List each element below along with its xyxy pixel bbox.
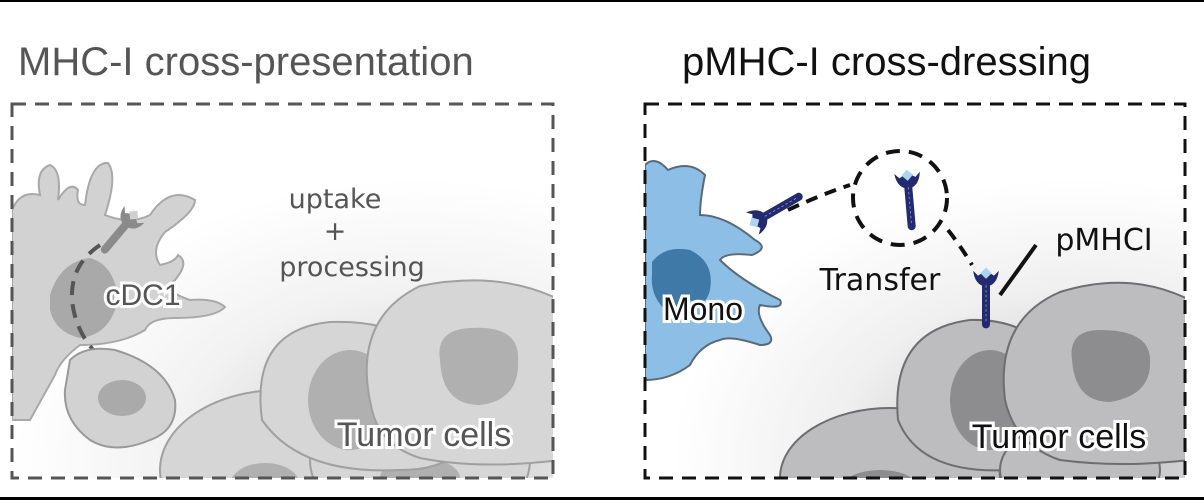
tumor-cells-left [159, 279, 553, 478]
processing-label: processing [279, 252, 425, 283]
panel-title-cross-presentation: MHC-I cross-presentation [18, 40, 474, 84]
mono-label: Mono [663, 291, 743, 327]
pmhci-label: pMHCI [1055, 223, 1152, 258]
uptake-label: uptake [289, 184, 382, 215]
tumor-cells-label-left: Tumor cells [337, 416, 511, 454]
tumor-cells-right [779, 281, 1185, 478]
left-panel: cDC1 uptake + processing Tumor cells [10, 102, 555, 480]
right-panel: Mono Transfer pMHCI Tumor cells [643, 102, 1187, 480]
panel-title-cross-dressing: pMHC-I cross-dressing [682, 40, 1091, 84]
mhc-receptor-left-icon [100, 205, 145, 254]
cdc1-label: cDC1 [105, 279, 180, 312]
pmhci-pointer-line [998, 243, 1038, 297]
right-panel-frame [643, 102, 1187, 480]
mono-cell [645, 160, 782, 382]
left-panel-frame [10, 102, 555, 480]
bottom-rule [0, 497, 1204, 500]
transfer-label: Transfer [819, 263, 941, 298]
engulfed-tumor-cell [63, 347, 177, 449]
tumor-cells-label-right: Tumor cells [972, 418, 1146, 456]
transfer-path-2 [946, 228, 974, 267]
transfer-path-1 [787, 183, 851, 212]
plus-label: + [324, 216, 347, 247]
cdc1-cell [12, 161, 227, 421]
top-rule [0, 0, 1204, 2]
transfer-circle [851, 149, 949, 247]
